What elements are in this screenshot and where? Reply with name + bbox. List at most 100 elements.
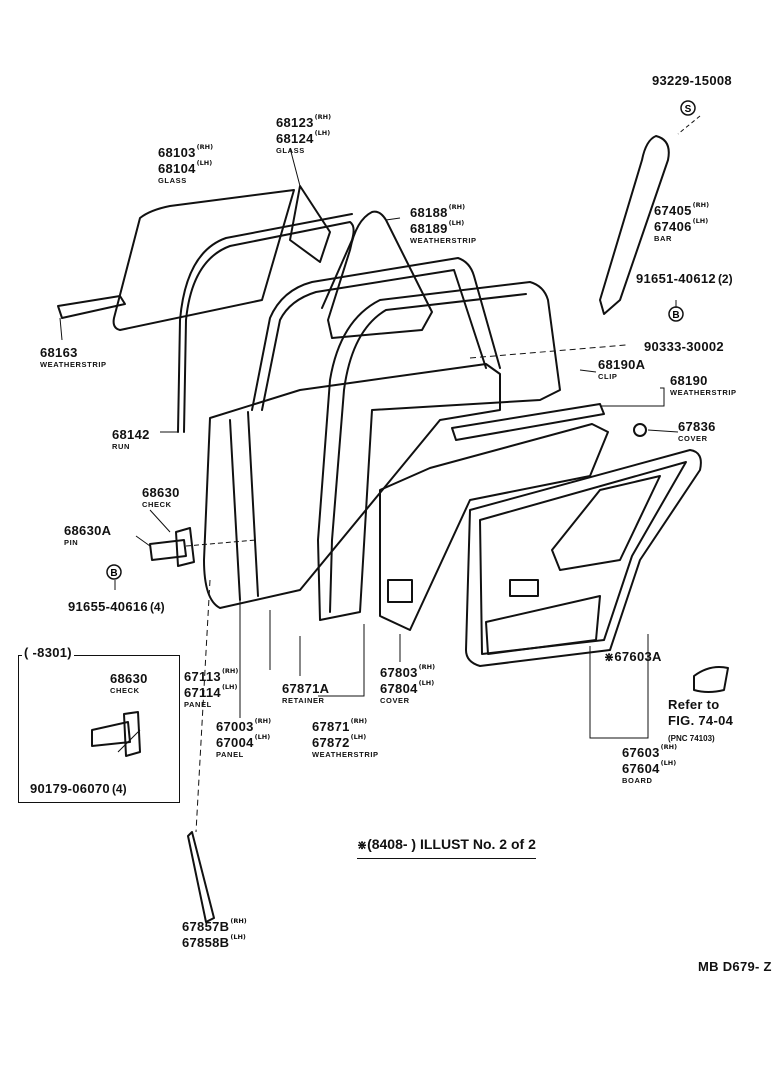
b-marker-1: B xyxy=(672,310,679,321)
part-name: BOARD xyxy=(622,776,653,785)
weatherstrip-68188 xyxy=(327,210,433,339)
label-67603A: ⋇67603A xyxy=(604,648,662,664)
part-number-rh: 67003 xyxy=(216,719,254,734)
weatherstrip-67871 xyxy=(317,281,561,621)
label-67836: 67836 COVER xyxy=(678,418,716,443)
refer-line3: (PNC 74103) xyxy=(668,734,715,743)
label-67003: 67003(RH) 67004(LH) PANEL xyxy=(216,717,272,759)
part-number-rh: 67405 xyxy=(654,203,692,218)
door-frame xyxy=(251,257,501,411)
part-name: CHECK xyxy=(110,686,140,695)
label-90333: 90333-30002 xyxy=(644,338,724,354)
part-name: CHECK xyxy=(142,500,172,509)
refer-line1: Refer to xyxy=(668,697,720,712)
refer-line2: FIG. 74-04 xyxy=(668,713,734,728)
label-68630: 68630 CHECK xyxy=(142,484,180,509)
part-name: PANEL xyxy=(216,750,244,759)
label-68142: 68142 RUN xyxy=(112,426,150,451)
glass-68123 xyxy=(289,185,331,263)
label-67803: 67803(RH) 67804(LH) COVER xyxy=(380,663,436,705)
part-number: 90333-30002 xyxy=(644,339,724,354)
part-number-rh: 67603 xyxy=(622,745,660,760)
board-67603 xyxy=(465,449,702,667)
label-91651: 91651-40612(2) xyxy=(636,270,733,286)
quantity: (2) xyxy=(717,272,733,286)
illustration-note: ⋇(8408- ) ILLUST No. 2 of 2 xyxy=(357,836,536,859)
label-67871: 67871(RH) 67872(LH) WEATHERSTRIP xyxy=(312,717,379,759)
part-number-rh: 67871 xyxy=(312,719,350,734)
part-name: COVER xyxy=(380,696,410,705)
part-name: COVER xyxy=(678,434,708,443)
part-number: 68630A xyxy=(64,523,112,538)
part-name: RUN xyxy=(112,442,131,451)
part-name: PANEL xyxy=(184,700,212,709)
part-name: BAR xyxy=(654,234,673,243)
part-number-rh: 68123 xyxy=(276,115,314,130)
part-number-rh: 68188 xyxy=(410,205,448,220)
part-name: WEATHERSTRIP xyxy=(40,360,107,369)
label-67405: 67405(RH) 67406(LH) BAR xyxy=(654,201,710,243)
part-name: WEATHERSTRIP xyxy=(312,750,379,759)
glass-68103 xyxy=(112,189,295,331)
part-number-rh: 67803 xyxy=(380,665,418,680)
part-name: RETAINER xyxy=(282,696,325,705)
part-number: 91651-40612 xyxy=(636,271,716,286)
inset-label-90179: 90179-06070(4) xyxy=(30,780,127,796)
label-67857B: 67857B(RH) 67858B(LH) xyxy=(182,917,247,950)
part-number: 93229-15008 xyxy=(652,73,732,88)
part-number: 67836 xyxy=(678,419,716,434)
weatherstrip-68163 xyxy=(57,295,126,319)
inset-check xyxy=(91,721,131,747)
label-68103: 68103(RH) 68104(LH) GLASS xyxy=(158,143,214,185)
label-68123: 68123(RH) 68124(LH) GLASS xyxy=(276,113,332,155)
refer-note: Refer to FIG. 74-04 (PNC 74103) xyxy=(668,696,733,744)
label-67113: 67113(RH) 67114(LH) PANEL xyxy=(184,667,239,709)
part-number-lh: 67604 xyxy=(622,761,660,776)
quantity: (4) xyxy=(111,782,127,796)
quantity: (4) xyxy=(149,600,165,614)
drawing-code: MB D679- Z xyxy=(698,959,772,974)
part-number: 68630 xyxy=(110,671,148,686)
part-name: GLASS xyxy=(276,146,305,155)
part-name: WEATHERSTRIP xyxy=(670,388,737,397)
label-68163: 68163 WEATHERSTRIP xyxy=(40,344,107,369)
label-67871A: 67871A RETAINER xyxy=(282,680,329,705)
check-68630 xyxy=(149,539,187,561)
part-name: CLIP xyxy=(598,372,618,381)
label-68190: 68190 WEATHERSTRIP xyxy=(670,372,737,397)
run-68142 xyxy=(183,221,355,433)
inset-label-68630: 68630 CHECK xyxy=(110,670,148,695)
part-number-lh: 68189 xyxy=(410,221,448,236)
part-number: 68163 xyxy=(40,345,78,360)
part-number-lh: 68124 xyxy=(276,131,314,146)
part-number-lh: 67804 xyxy=(380,681,418,696)
part-number: 68190 xyxy=(670,373,708,388)
asterisk-icon: ⋇ xyxy=(604,650,615,664)
label-93229: 93229-15008 xyxy=(652,72,732,88)
label-67603: 67603(RH) 67604(LH) BOARD xyxy=(622,743,678,785)
part-number-lh: 68104 xyxy=(158,161,196,176)
label-68190A: 68190A CLIP xyxy=(598,356,645,381)
panel-67003 xyxy=(203,363,501,609)
s-marker: S xyxy=(685,104,692,115)
part-number: 90179-06070 xyxy=(30,781,110,796)
part-number-lh: 67004 xyxy=(216,735,254,750)
part-number: 68142 xyxy=(112,427,150,442)
part-number-lh: 67872 xyxy=(312,735,350,750)
inset-header: ( -8301) xyxy=(22,644,74,660)
part-number: 68630 xyxy=(142,485,180,500)
run-67857 xyxy=(187,831,215,923)
weatherstrip-68190 xyxy=(451,403,605,441)
part-number-rh: 67113 xyxy=(184,669,221,684)
b-marker-2: B xyxy=(110,568,117,579)
part-name: WEATHERSTRIP xyxy=(410,236,477,245)
handle-74-04 xyxy=(693,666,729,693)
inset-box-prior-8301 xyxy=(18,655,180,803)
part-number-lh: 67114 xyxy=(184,685,221,700)
part-number-rh: 68103 xyxy=(158,145,196,160)
part-number-lh: 67406 xyxy=(654,219,692,234)
label-91655: 91655-40616(4) xyxy=(68,598,165,614)
part-number: 67603A xyxy=(614,649,662,664)
bar-67405 xyxy=(599,135,670,315)
